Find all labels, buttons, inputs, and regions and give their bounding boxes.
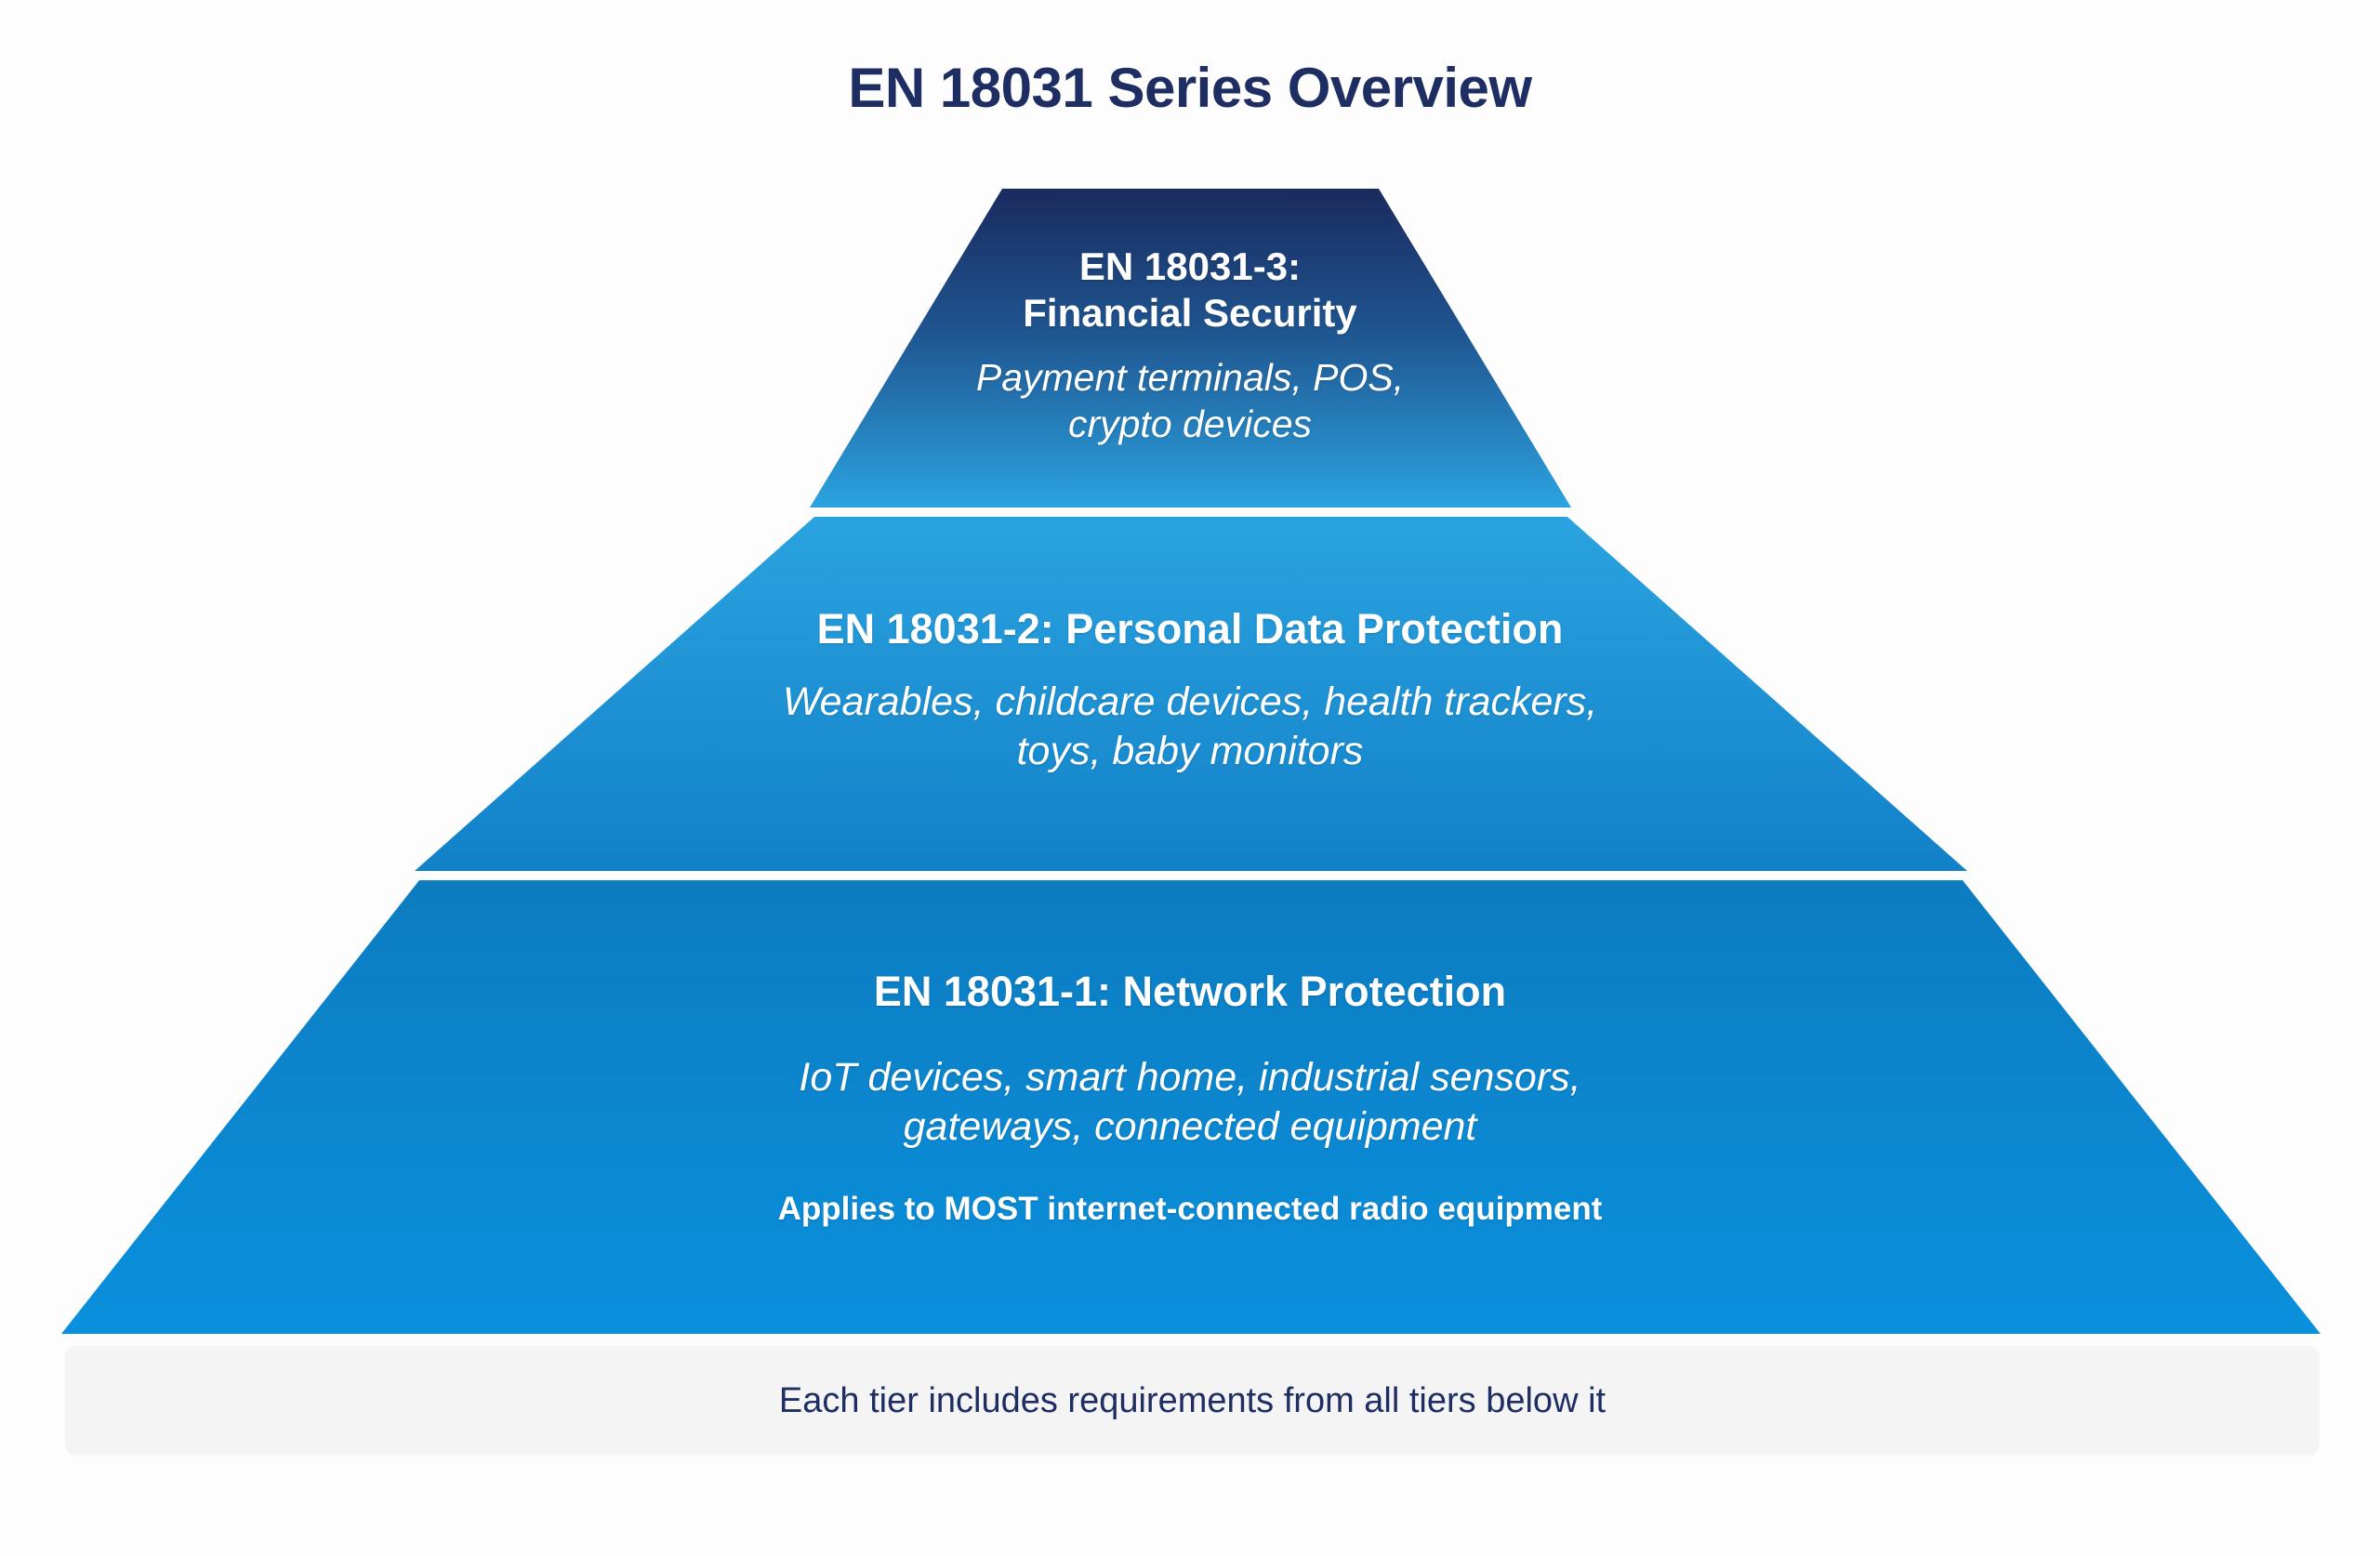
pyramid-tier-2-shape xyxy=(415,517,1967,871)
pyramid-tier-3-shape xyxy=(810,189,1571,508)
page-title: EN 18031 Series Overview xyxy=(848,57,1532,119)
footer-caption-text: Each tier includes requirements from all… xyxy=(778,1380,1606,1420)
footer-caption-box: Each tier includes requirements from all… xyxy=(65,1346,2320,1456)
pyramid-tier-1-shape xyxy=(61,880,2320,1334)
